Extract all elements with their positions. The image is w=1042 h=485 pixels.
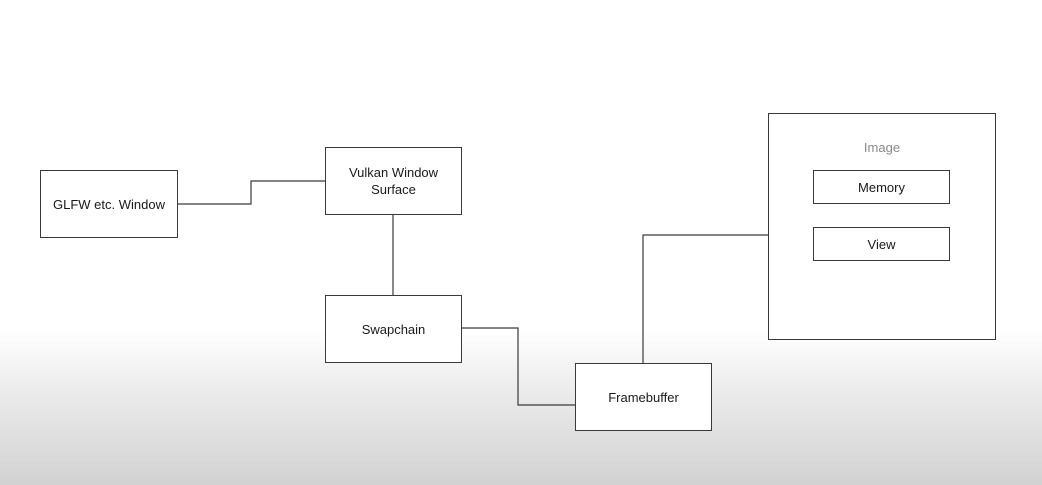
edge-window-to-surface [178, 180, 325, 205]
swapchain-label: Swapchain [361, 321, 426, 337]
vulkan-surface-label-line1: Vulkan Window [348, 165, 439, 180]
image-container: Image [768, 113, 996, 340]
vulkan-surface-label-line2: Surface [371, 182, 416, 197]
image-title: Image [863, 140, 901, 155]
framebuffer-label: Framebuffer [608, 389, 679, 405]
view-node: View [813, 227, 950, 261]
glfw-window-label: GLFW etc. Window [53, 196, 165, 212]
vulkan-surface-node: Vulkan Window Surface [325, 147, 462, 215]
glfw-window-node: GLFW etc. Window [40, 170, 178, 238]
framebuffer-node: Framebuffer [575, 363, 712, 431]
edge-swapchain-to-framebuffer [461, 327, 575, 406]
vulkan-surface-label: Vulkan Window Surface [349, 164, 438, 198]
view-label: View [867, 236, 896, 252]
memory-node: Memory [813, 170, 950, 204]
edge-framebuffer-to-view [642, 234, 814, 363]
memory-label: Memory [858, 179, 905, 195]
swapchain-node: Swapchain [325, 295, 462, 363]
